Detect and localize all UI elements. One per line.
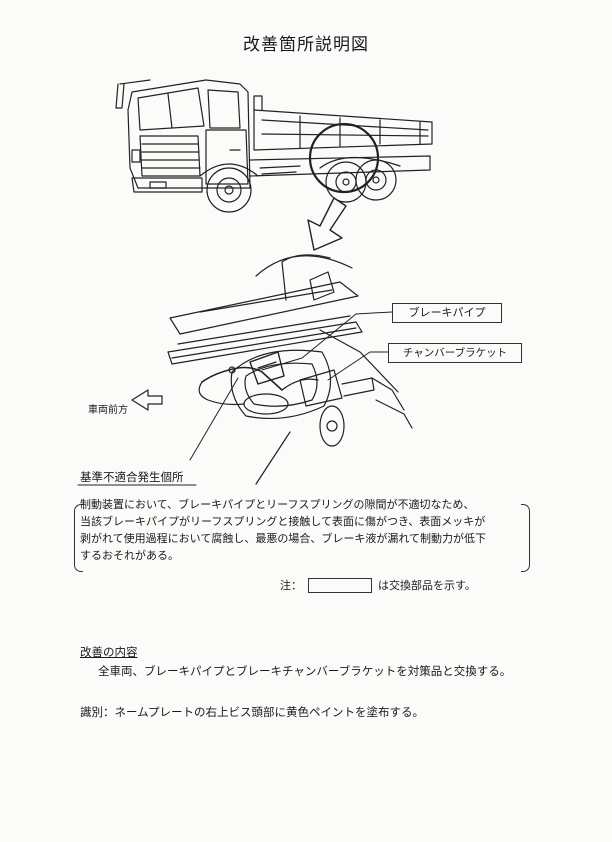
- non-conformity-label: 基準不適合発生個所: [80, 470, 184, 484]
- replacement-legend-box: [308, 577, 372, 593]
- identification-text: 識別：ネームプレートの右上ビス頭部に黄色ペイントを塗布する。: [80, 705, 424, 719]
- defect-description: 制動装置において、ブレーキパイプとリーフスプリングの隙間が不適切なため、 当該ブ…: [80, 496, 520, 564]
- note-suffix: は交換部品を示す。: [378, 579, 476, 592]
- brake-pipe-label: ブレーキパイプ: [392, 303, 502, 323]
- description-line: 制動装置において、ブレーキパイプとリーフスプリングの隙間が不適切なため、: [80, 498, 475, 511]
- detail-arrow: [307, 197, 347, 251]
- replacement-note: 注： は交換部品を示す。: [280, 577, 476, 593]
- improvement-heading: 改善の内容: [80, 645, 138, 659]
- truck-drawing: [115, 79, 433, 213]
- description-bracket-left: [74, 504, 83, 572]
- vehicle-front-label: 車両前方: [88, 405, 128, 416]
- note-prefix: 注：: [280, 579, 302, 592]
- suspension-detail: [167, 254, 413, 485]
- page-title: 改善箇所説明図: [243, 35, 369, 55]
- front-direction-arrow: [131, 389, 163, 411]
- description-line: 当該ブレーキパイプがリーフスプリングと接触して表面に傷がつき、表面メッキが: [80, 515, 486, 528]
- chamber-bracket-label: チャンバーブラケット: [388, 343, 522, 363]
- description-line: するおそれがある。: [80, 549, 179, 562]
- description-line: 剥がれて使用過程において腐蝕し、最悪の場合、ブレーキ液が漏れて制動力が低下: [80, 532, 487, 545]
- improvement-body: 全車両、ブレーキパイプとブレーキチャンバーブラケットを対策品と交換する。: [98, 664, 512, 678]
- description-bracket-right: [521, 504, 530, 572]
